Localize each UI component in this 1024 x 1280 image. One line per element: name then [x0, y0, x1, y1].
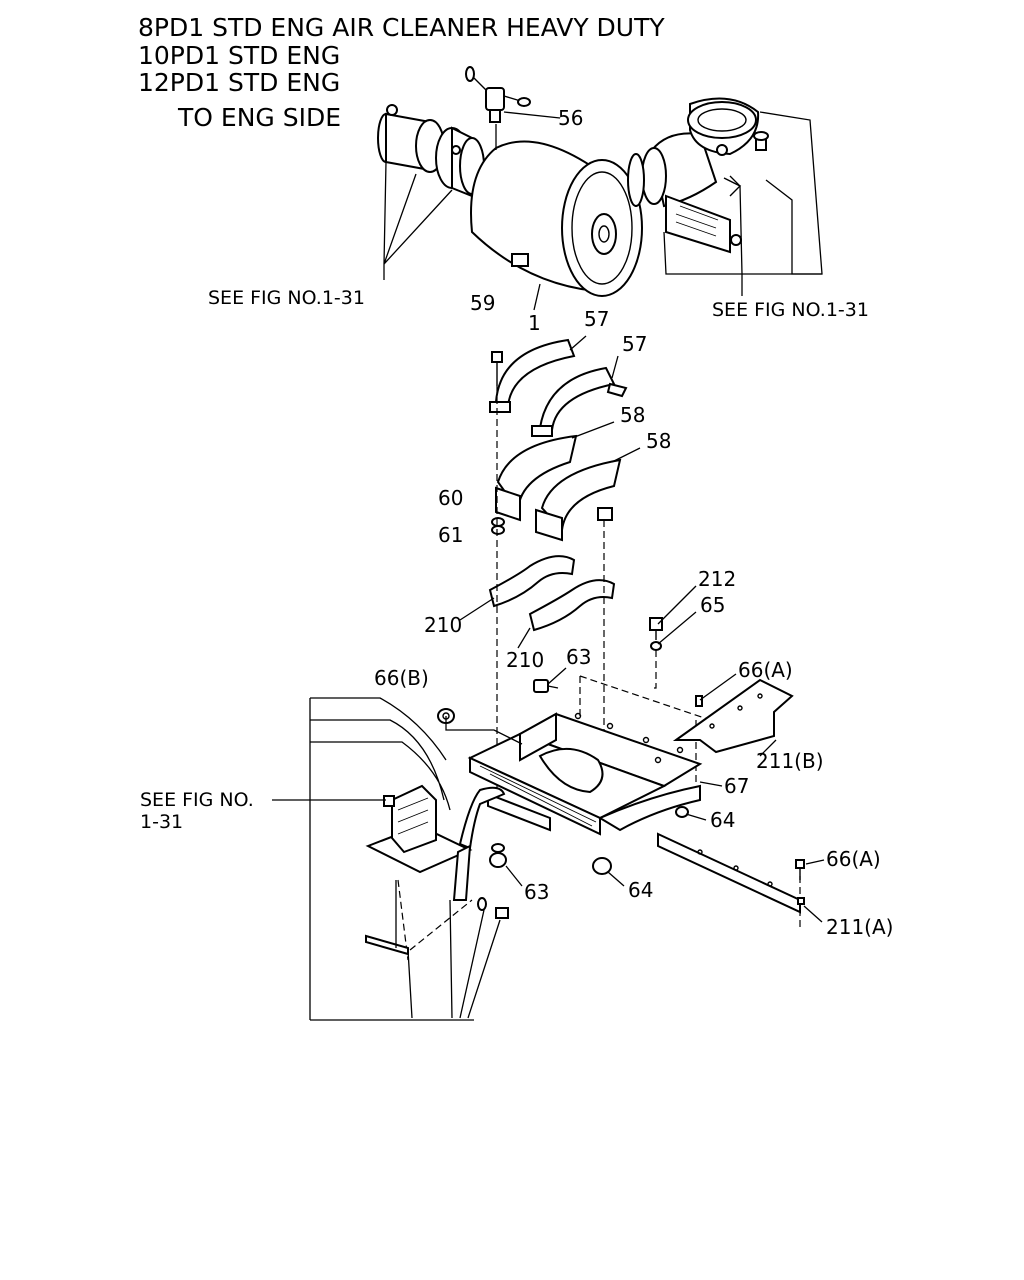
callout-61: 61 [438, 523, 463, 547]
brackets-210 [488, 555, 663, 651]
leaders-bottom [272, 335, 825, 923]
callout-58b: 58 [646, 429, 671, 453]
callout-57b: 57 [622, 332, 647, 356]
callout-63a: 63 [566, 645, 591, 669]
callout-60: 60 [438, 486, 463, 510]
leaders-top [383, 111, 823, 311]
callout-67: 67 [724, 774, 749, 798]
callout-57a: 57 [584, 307, 609, 331]
callout-210b: 210 [506, 648, 544, 672]
direction-label: TO ENG SIDE [177, 103, 341, 132]
callout-59: 59 [470, 291, 495, 315]
title-line-2: 10PD1 STD ENG [138, 41, 340, 70]
callout-58a: 58 [620, 403, 645, 427]
see-fig-ref-left-top: SEE FIG NO.1-31 [208, 287, 365, 309]
outlet-elbow-assembly [627, 97, 769, 254]
title-line-3: 12PD1 STD ENG [138, 68, 340, 97]
see-fig-ref-right-top: SEE FIG NO.1-31 [712, 299, 869, 321]
callout-211a: 211(A) [826, 915, 893, 939]
callout-1: 1 [528, 311, 541, 335]
callout-66b: 66(B) [374, 666, 429, 690]
bracket-211 [657, 678, 805, 914]
callout-64a: 64 [710, 808, 735, 832]
lower-left-support [309, 697, 523, 1021]
callout-210a: 210 [424, 613, 462, 637]
callout-63b: 63 [524, 880, 549, 904]
title-line-1: 8PD1 STD ENG AIR CLEANER HEAVY DUTY [138, 13, 665, 42]
fasteners [437, 679, 689, 875]
callout-56: 56 [558, 106, 583, 130]
callout-66a-bottom: 66(A) [826, 847, 881, 871]
see-fig-ref-left-bottom-2: 1-31 [140, 811, 183, 833]
see-fig-ref-left-bottom-1: SEE FIG NO. [140, 789, 254, 811]
callout-212: 212 [698, 567, 736, 591]
callout-64b: 64 [628, 878, 653, 902]
mounting-bands [489, 338, 628, 542]
inlet-pipe-assembly [377, 104, 485, 198]
base-plate-assembly [467, 712, 703, 836]
callout-211b: 211(B) [756, 749, 824, 773]
air-cleaner-body [465, 66, 643, 297]
callout-65: 65 [700, 593, 725, 617]
callout-66a-top: 66(A) [738, 658, 793, 682]
